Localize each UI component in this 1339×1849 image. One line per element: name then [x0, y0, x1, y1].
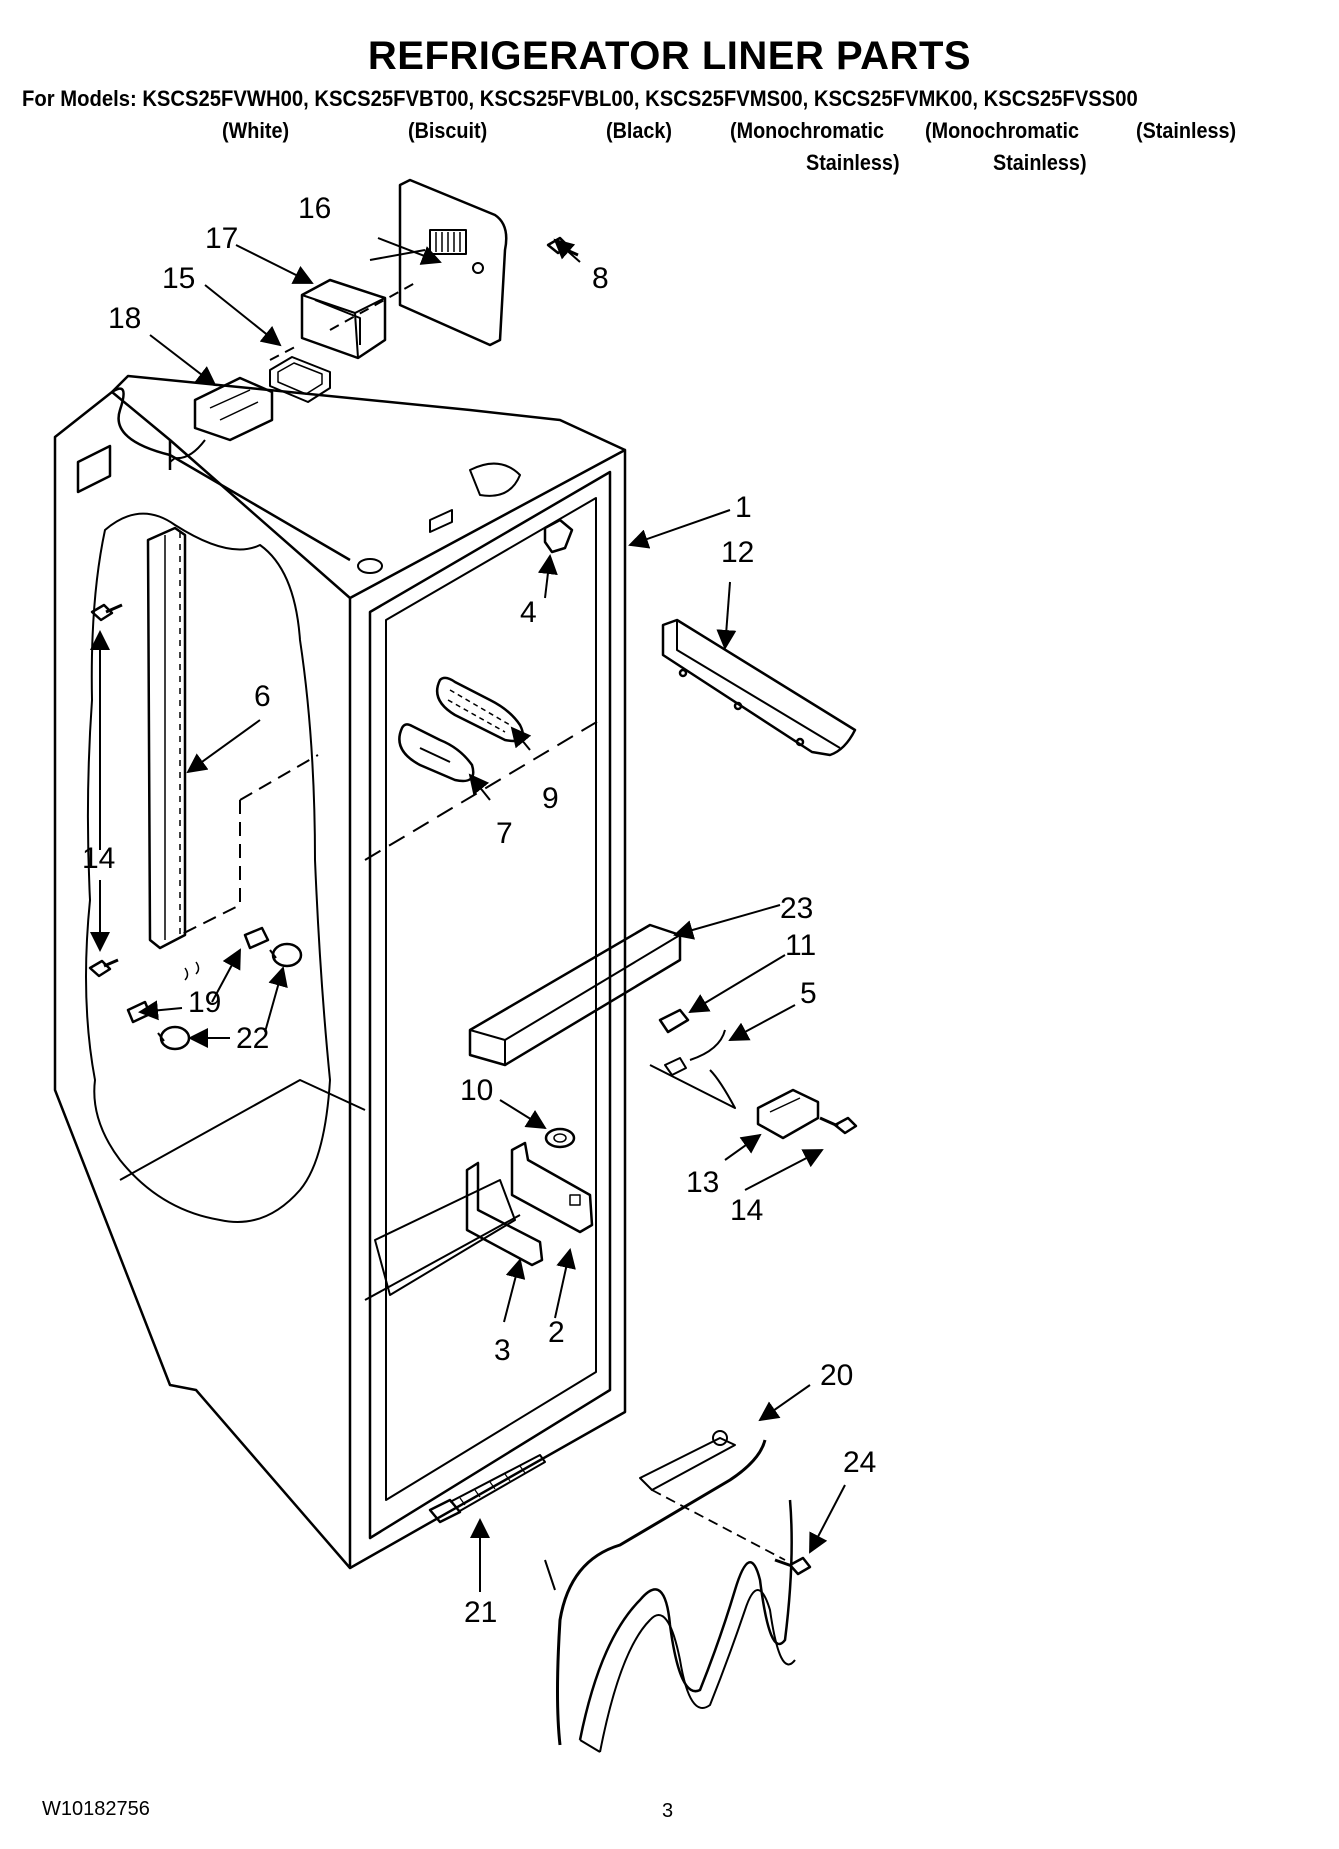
part-13-switch	[756, 1088, 820, 1140]
part-7-lens	[398, 723, 475, 783]
variant-line2-ms: Stainless)	[806, 150, 900, 175]
callout-4: 4	[520, 596, 537, 629]
callout-16: 16	[298, 192, 331, 225]
part-18-switch	[169, 376, 274, 463]
callout-11: 11	[785, 929, 816, 962]
variant-monochromatic-2: (Monochromatic	[925, 118, 1080, 143]
part-15-gasket	[269, 356, 331, 403]
part-21-cable-tie	[428, 1454, 546, 1524]
callout-9: 9	[542, 782, 559, 815]
callout-22: 22	[236, 1022, 269, 1055]
part-10-grommet	[544, 1127, 576, 1149]
part-12-cover	[661, 618, 857, 757]
callout-5: 5	[800, 977, 817, 1010]
callout-14-right: 14	[730, 1194, 763, 1227]
part-20-heater	[544, 1430, 796, 1753]
callout-15: 15	[162, 262, 195, 295]
variant-white: (White)	[222, 118, 290, 143]
part-14-screw-top	[90, 603, 123, 622]
part-9-grille	[435, 676, 525, 743]
page-number: 3	[662, 1800, 674, 1822]
part-23-rail	[468, 923, 682, 1067]
callout-6: 6	[254, 680, 271, 713]
part-14-screw-bottom	[88, 958, 119, 978]
callout-12: 12	[721, 536, 754, 569]
callout-1: 1	[735, 491, 752, 524]
part-6-rail	[146, 526, 319, 950]
models-line: For Models: KSCS25FVWH00, KSCS25FVBT00, …	[22, 86, 1138, 111]
callout-2: 2	[548, 1316, 565, 1349]
callout-17: 17	[205, 222, 238, 255]
part-22-bulb	[157, 942, 303, 1051]
variant-black: (Black)	[606, 118, 673, 143]
part-11-bracket	[658, 1008, 690, 1034]
callout-14-left: 14	[82, 842, 115, 875]
callout-24: 24	[843, 1446, 876, 1479]
part-4-clip	[543, 518, 574, 554]
part-24-screw	[774, 1556, 812, 1576]
variant-line2-mk: Stainless)	[993, 150, 1087, 175]
part-14-screw-right	[819, 1116, 858, 1135]
callout-21: 21	[464, 1596, 497, 1629]
part-3-bracket	[465, 1161, 544, 1267]
page-title: REFRIGERATOR LINER PARTS	[367, 34, 972, 78]
part-17-housing	[300, 278, 387, 360]
part-16-control-panel	[398, 178, 508, 347]
callout-23: 23	[780, 892, 813, 925]
callout-3: 3	[494, 1334, 511, 1367]
part-2-bracket	[510, 1141, 594, 1234]
variant-biscuit: (Biscuit)	[408, 118, 488, 143]
callout-20: 20	[820, 1359, 853, 1392]
callout-7: 7	[496, 817, 513, 850]
callout-18: 18	[108, 302, 141, 335]
callout-13: 13	[686, 1166, 719, 1199]
callout-8: 8	[592, 262, 609, 295]
part-5-harness	[649, 1029, 736, 1109]
callout-19: 19	[188, 986, 221, 1019]
callout-10: 10	[460, 1074, 493, 1107]
variant-monochromatic-1: (Monochromatic	[730, 118, 885, 143]
liner-cabinet	[53, 374, 627, 1570]
variant-stainless: (Stainless)	[1136, 118, 1237, 143]
document-number: W10182756	[42, 1798, 150, 1820]
